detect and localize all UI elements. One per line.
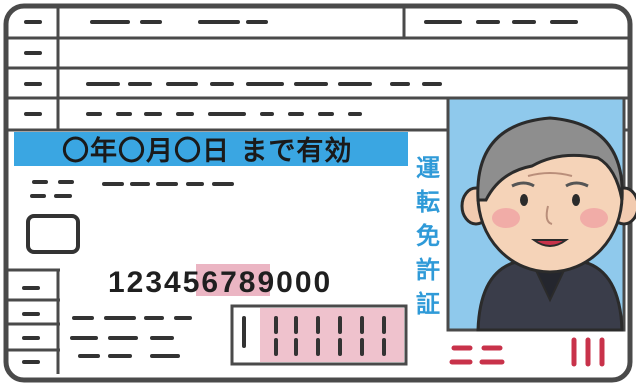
portrait [460,116,636,332]
side-label-char: 転 [416,188,440,216]
side-label-char: 運 [416,154,440,182]
license-side-label: 運 転 免 許 証 [416,154,440,318]
category-highlight [260,308,404,362]
kind-box [26,214,80,254]
row-label-marks [24,20,42,116]
side-label-char: 免 [416,222,440,250]
license-number: 123456789000 [108,266,332,299]
validity-band [14,132,408,166]
validity-text: 〇年〇月〇日 まで有効 [62,135,352,167]
placeholder-text-lines [86,20,578,116]
bottom-row-marks [22,286,192,364]
bottom-rows [8,268,60,374]
side-label-char: 許 [416,256,440,284]
category-marks [242,316,386,356]
side-label-char: 証 [416,290,440,318]
seal-marks [449,337,605,367]
middle-placeholder-lines [30,180,234,198]
number-highlight [196,264,270,296]
